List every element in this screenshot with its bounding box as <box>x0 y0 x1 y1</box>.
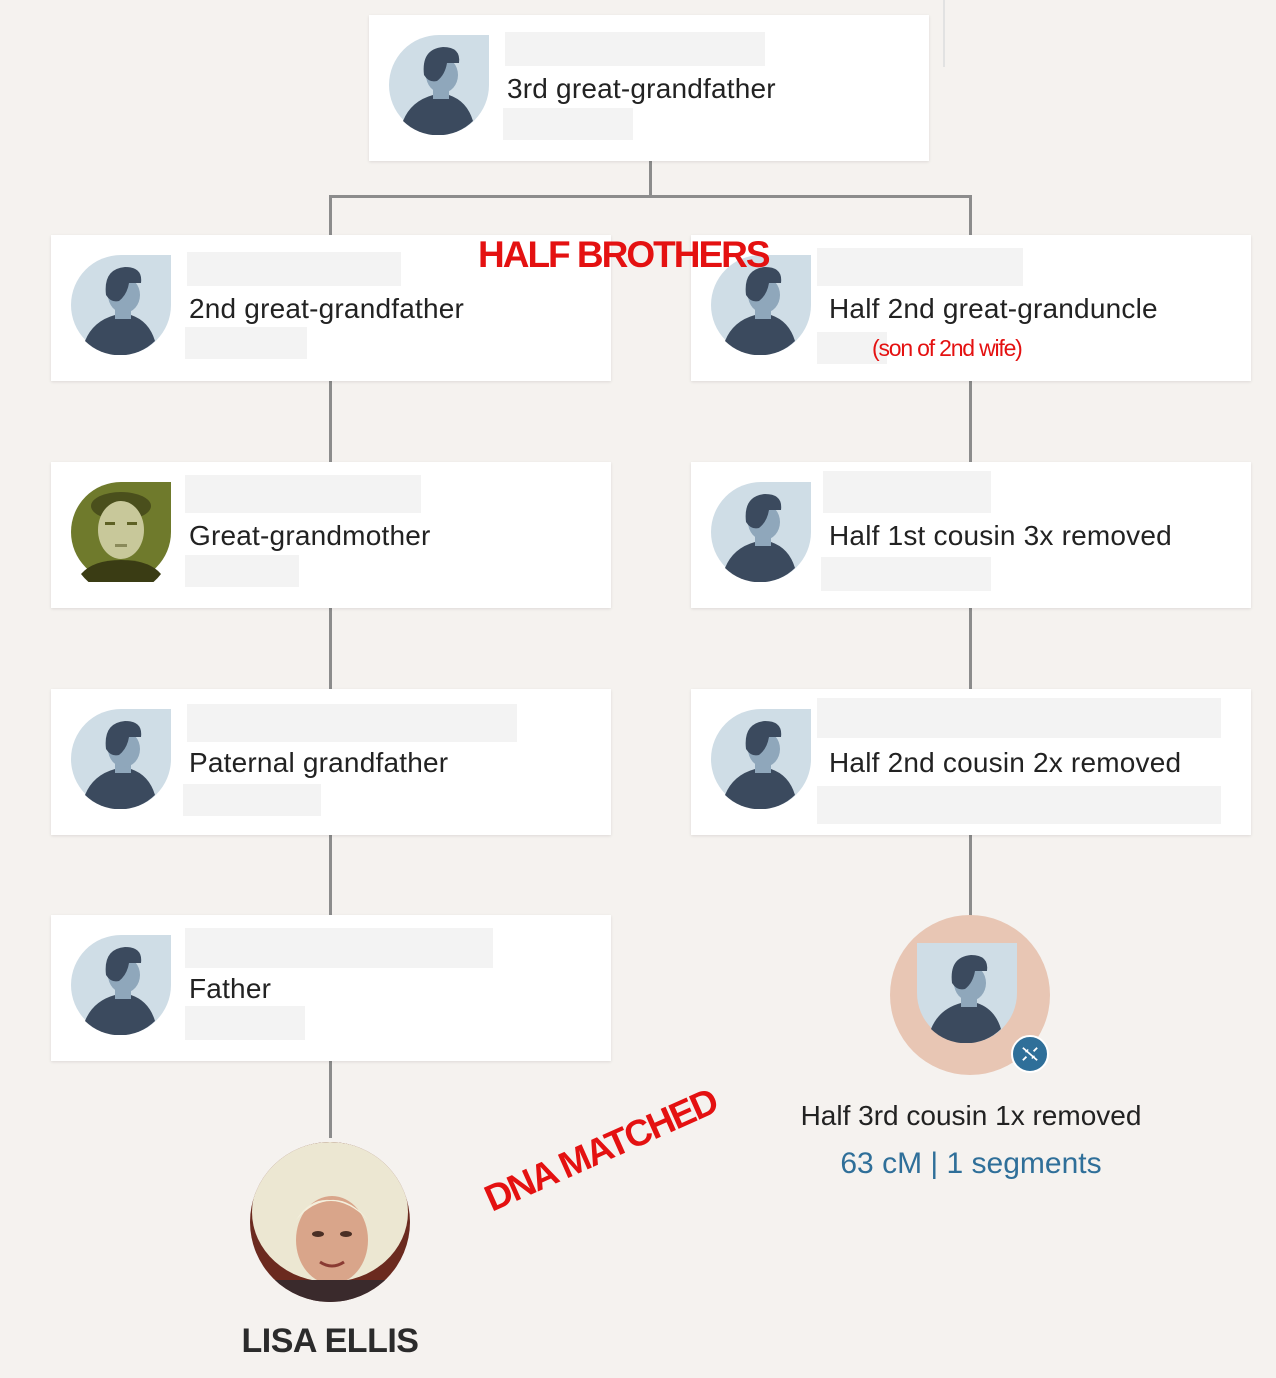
annotation-dna-matched: DNA MATCHED <box>478 1080 723 1220</box>
name-placeholder <box>187 252 401 286</box>
connector-line <box>329 1060 332 1138</box>
relative-card-half-2nd-cousin-2x-removed[interactable]: Half 2nd cousin 2x removed <box>691 689 1251 835</box>
annotation-half-brothers: HALF BROTHERS <box>478 234 771 275</box>
person-silhouette-icon <box>917 943 1017 1043</box>
relationship-label: 3rd great-grandfather <box>507 73 776 104</box>
connector-line <box>649 160 652 198</box>
person-silhouette-icon <box>389 35 489 135</box>
self-name-label: LISA ELLIS <box>241 1322 419 1360</box>
ancestor-card-father[interactable]: Father <box>51 915 611 1061</box>
name-placeholder <box>185 475 421 513</box>
relationship-label: 2nd great-grandfather <box>189 293 465 324</box>
person-silhouette-icon <box>71 709 171 809</box>
annotation-son-of-2nd-wife: (son of 2nd wife) <box>872 335 1023 361</box>
name-placeholder <box>817 698 1221 738</box>
connector-line <box>329 195 332 237</box>
name-placeholder <box>505 32 765 66</box>
lisa-ellis-photo <box>250 1142 410 1302</box>
relationship-label: Father <box>189 973 272 1004</box>
ancestor-card-3rd-great-grandfather[interactable]: 3rd great-grandfather <box>369 15 929 161</box>
connector-line <box>969 380 972 464</box>
name-placeholder <box>185 928 493 968</box>
ancestor-card-great-grandmother[interactable]: Great-grandmother <box>51 462 611 608</box>
dates-placeholder <box>817 786 1221 824</box>
connector-line <box>329 607 332 691</box>
connector-line <box>329 380 332 464</box>
relationship-label: Paternal grandfather <box>189 747 449 778</box>
name-placeholder <box>817 248 1023 286</box>
connector-line <box>969 195 972 237</box>
person-silhouette-icon <box>71 935 171 1035</box>
name-placeholder <box>823 471 991 513</box>
dates-placeholder <box>185 555 299 587</box>
match-relationship-label: Half 3rd cousin 1x removed <box>800 1100 1142 1131</box>
person-silhouette-icon <box>711 709 811 809</box>
relationship-label: Half 2nd great-granduncle <box>829 293 1158 324</box>
dates-placeholder <box>821 557 991 591</box>
relationship-label: Great-grandmother <box>189 520 431 551</box>
name-placeholder <box>187 704 517 742</box>
match-dna-stats[interactable]: 63 cM | 1 segments <box>840 1147 1102 1180</box>
dates-placeholder <box>503 108 633 140</box>
dates-placeholder <box>185 1006 305 1040</box>
connector-line <box>329 195 972 198</box>
relative-card-half-2nd-great-granduncle[interactable]: Half 2nd great-granduncle (son of 2nd wi… <box>691 235 1251 381</box>
person-silhouette-icon <box>71 255 171 355</box>
person-silhouette-icon <box>711 482 811 582</box>
ancestor-card-paternal-grandfather[interactable]: Paternal grandfather <box>51 689 611 835</box>
dates-placeholder <box>817 332 887 364</box>
connector-line <box>969 607 972 691</box>
relative-card-half-1st-cousin-3x-removed[interactable]: Half 1st cousin 3x removed <box>691 462 1251 608</box>
connector-line <box>969 834 972 918</box>
great-grandmother-photo <box>71 482 171 582</box>
divider-line <box>943 0 945 67</box>
dna-helix-icon <box>1011 1035 1049 1073</box>
dates-placeholder <box>183 784 321 816</box>
relationship-label: Half 2nd cousin 2x removed <box>829 747 1182 778</box>
ancestor-card-2nd-great-grandfather[interactable]: 2nd great-grandfather <box>51 235 611 381</box>
relationship-label: Half 1st cousin 3x removed <box>829 520 1172 551</box>
dates-placeholder <box>185 327 307 359</box>
connector-line <box>329 834 332 918</box>
